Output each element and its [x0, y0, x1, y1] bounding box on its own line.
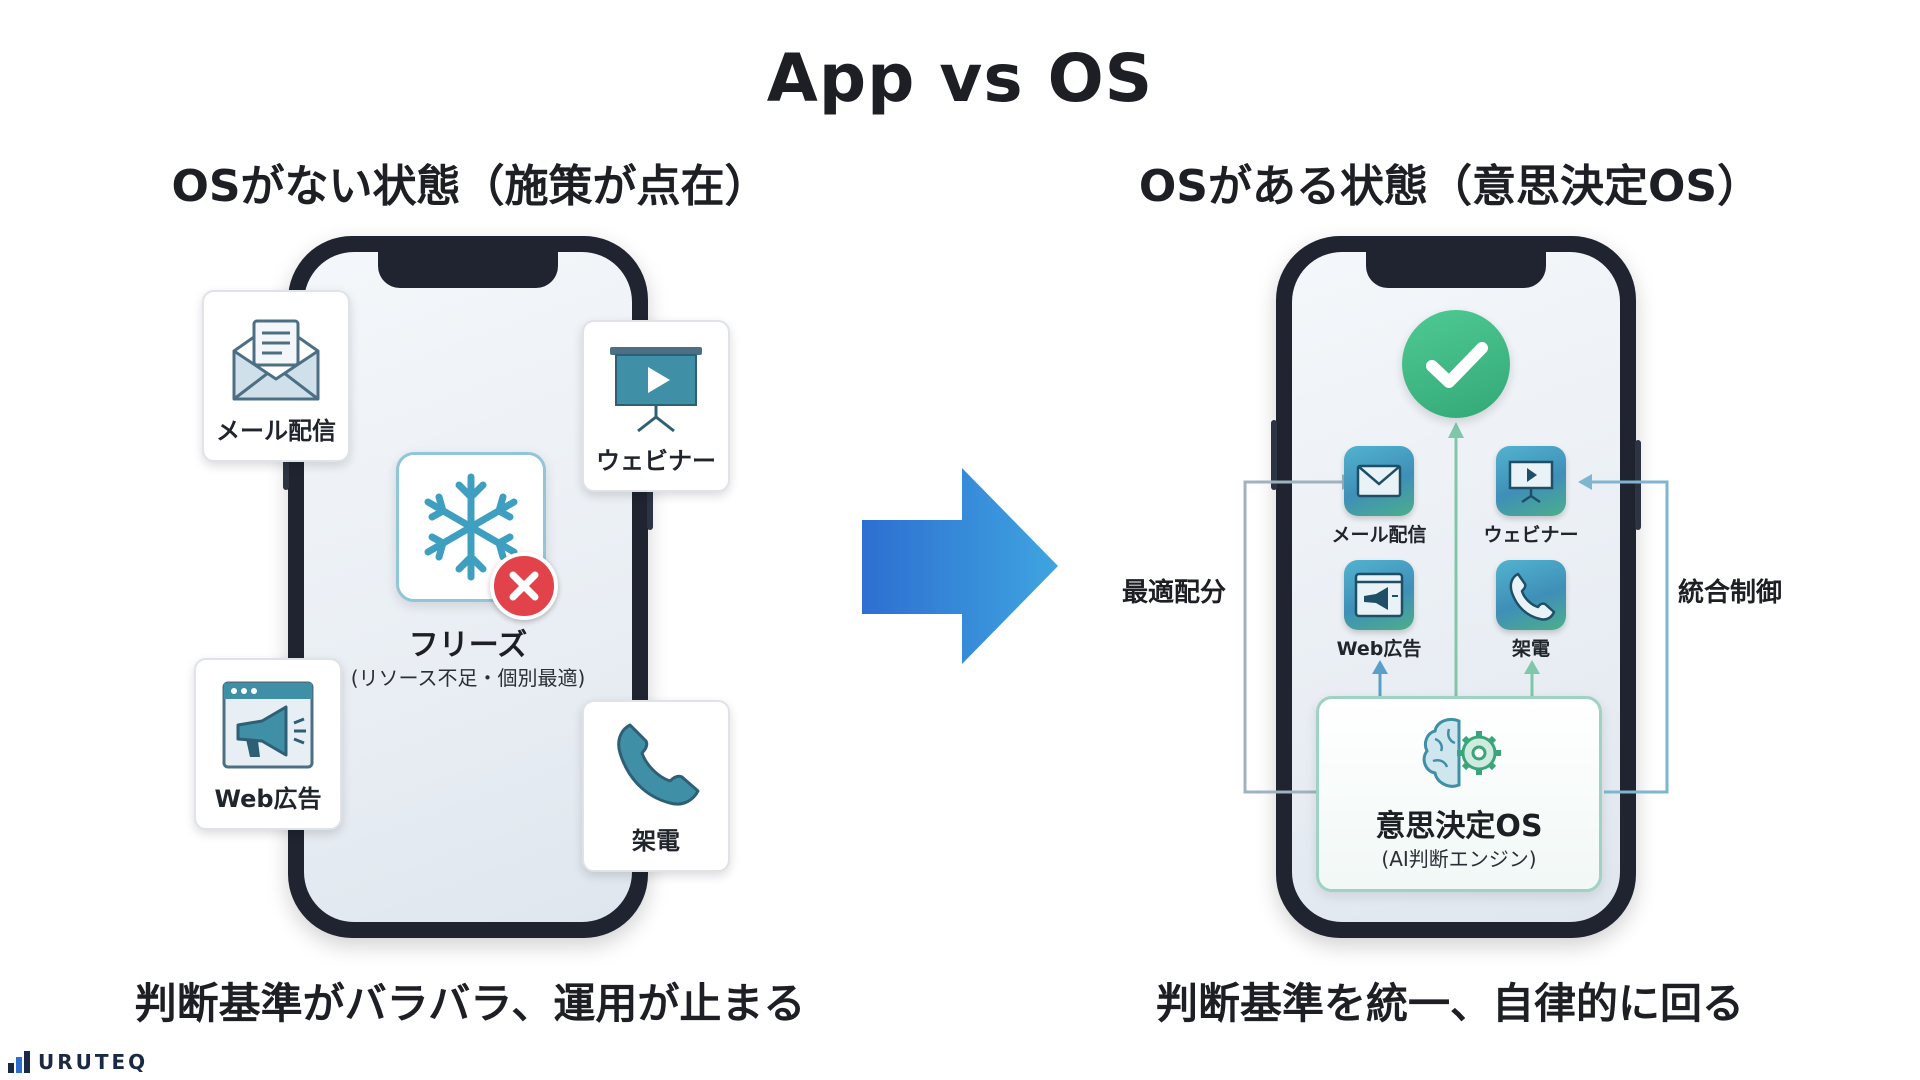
decision-os-subtitle: (AI判断エンジン): [1381, 847, 1537, 871]
presentation-icon: [610, 347, 702, 433]
envelope-icon: [232, 319, 320, 401]
side-label-optimal-allocation: 最適配分: [1122, 578, 1227, 608]
brand-logo-icon: [8, 1051, 30, 1073]
tile-webinar-label: ウェビナー: [1483, 524, 1579, 546]
brain-gear-icon: [1422, 717, 1501, 788]
decision-os-box: 意思決定OS (AI判断エンジン): [1316, 696, 1602, 892]
side-label-integrated-control: 統合制御: [1678, 578, 1783, 608]
right-heading: OSがある状態（意思決定OS）: [1138, 161, 1762, 212]
megaphone-icon: [1354, 572, 1404, 618]
left-phone-notch: [378, 252, 558, 288]
card-web-ad-label: Web広告: [214, 785, 322, 813]
tile-call-label: 架電: [1511, 638, 1550, 660]
tile-mail-label: メール配信: [1331, 524, 1427, 546]
right-caption: 判断基準を統一、自律的に回る: [1155, 979, 1744, 1028]
left-caption: 判断基準がバラバラ、運用が止まる: [134, 979, 806, 1028]
frozen-title: フリーズ: [408, 628, 528, 663]
card-mail-label: メール配信: [216, 417, 336, 445]
phone-handset-icon: [617, 723, 700, 806]
tile-web-ad-label: Web広告: [1336, 638, 1422, 660]
card-mail: メール配信: [202, 290, 350, 462]
snowflake-icon: [424, 473, 518, 581]
right-phone-button: [1271, 420, 1277, 490]
right-phone-power: [1635, 440, 1641, 530]
close-icon: [509, 571, 539, 601]
flow-lines: [1243, 422, 1669, 794]
tile-webinar: [1496, 446, 1566, 516]
card-call-label: 架電: [632, 827, 680, 855]
card-webinar: ウェビナー: [582, 320, 730, 492]
check-icon: [1426, 342, 1488, 388]
tile-mail: [1344, 446, 1414, 516]
megaphone-icon: [222, 681, 314, 769]
right-phone-notch: [1366, 252, 1546, 288]
error-badge: [490, 552, 558, 620]
tile-call: [1496, 560, 1566, 630]
presentation-icon: [1508, 460, 1554, 504]
brand: URUTEQ: [8, 1050, 148, 1074]
card-call: 架電: [582, 700, 730, 872]
frozen-subtitle: (リソース不足・個別最適): [350, 666, 586, 690]
success-badge: [1402, 310, 1510, 418]
decision-os-title: 意思決定OS: [1375, 809, 1543, 844]
card-web-ad: Web広告: [194, 658, 342, 830]
envelope-icon: [1356, 464, 1402, 498]
transition-arrow-icon: [862, 468, 1058, 664]
card-webinar-label: ウェビナー: [596, 447, 716, 475]
brand-name: URUTEQ: [38, 1050, 149, 1074]
page-title: App vs OS: [766, 40, 1154, 117]
phone-handset-icon: [1509, 572, 1556, 621]
left-heading: OSがない状態（施策が点在）: [171, 161, 769, 212]
tile-web-ad: [1344, 560, 1414, 630]
